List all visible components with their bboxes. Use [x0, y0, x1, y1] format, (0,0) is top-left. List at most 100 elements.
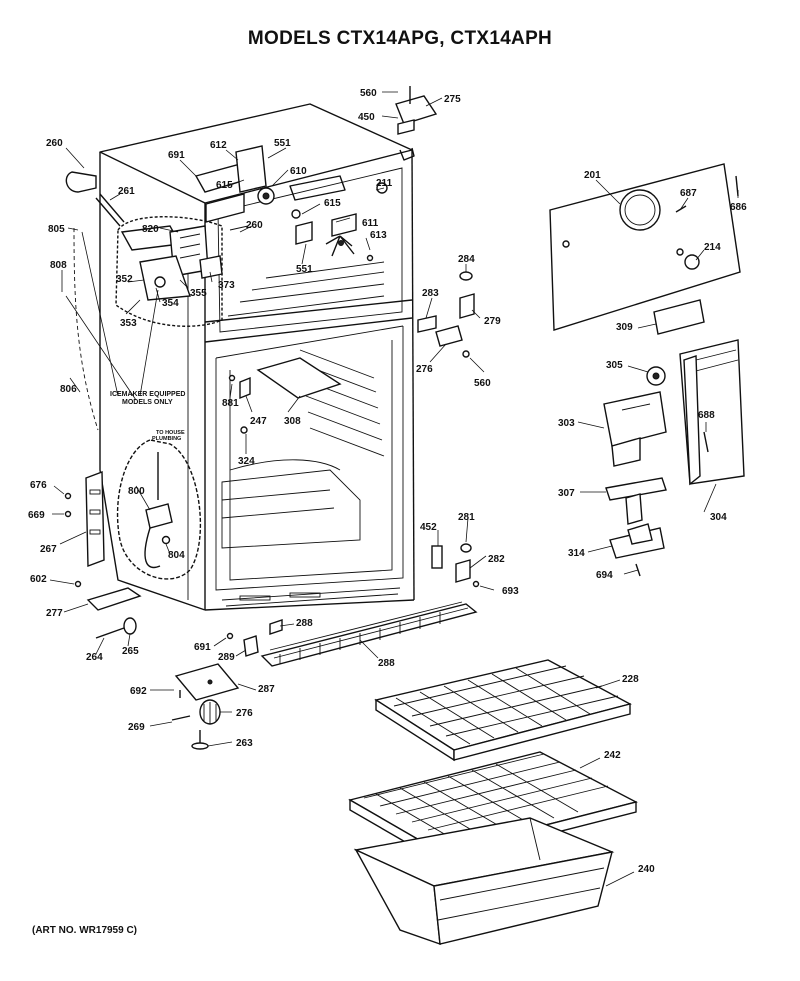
callout-808: 808 — [50, 260, 67, 271]
callout-309: 309 — [616, 322, 633, 333]
callout-214: 214 — [704, 242, 721, 253]
callout-267: 267 — [40, 544, 57, 555]
fill-cup — [65, 171, 97, 193]
callout-260: 260 — [46, 138, 63, 149]
rear-bracket — [64, 470, 105, 568]
callout-613: 613 — [370, 230, 387, 241]
callout-labels: 560 275 450 260 691 612 551 615 610 261 … — [28, 88, 747, 875]
callout-314: 314 — [568, 548, 585, 559]
callout-201: 201 — [584, 170, 601, 181]
callout-800: 800 — [128, 486, 145, 497]
callout-304: 304 — [710, 512, 727, 523]
callout-450: 450 — [358, 112, 375, 123]
refrigerator-cabinet — [99, 103, 415, 611]
icemaker-note-line2: MODELS ONLY — [122, 399, 173, 406]
callout-263: 263 — [236, 738, 253, 749]
callout-leaders — [49, 91, 739, 887]
callout-303: 303 — [558, 418, 575, 429]
callout-806: 806 — [60, 384, 77, 395]
callout-615: 615 — [324, 198, 341, 209]
callout-602: 602 — [30, 574, 47, 585]
callout-308: 308 — [284, 416, 301, 427]
callout-691: 691 — [168, 150, 185, 161]
freezer-fan-assembly — [194, 145, 388, 262]
callout-284: 284 — [458, 254, 475, 265]
callout-287: 287 — [258, 684, 275, 695]
rear-access-panel — [549, 163, 741, 331]
water-line — [73, 227, 99, 431]
base-grille — [260, 601, 478, 667]
callout-693: 693 — [502, 586, 519, 597]
plumbing-note-line2: PLUMBING — [152, 436, 181, 442]
callout-279: 279 — [484, 316, 501, 327]
callout-281: 281 — [458, 512, 475, 523]
callout-289: 289 — [218, 652, 235, 663]
icemaker-note-line1: ICEMAKER EQUIPPED — [110, 391, 185, 398]
crisper-drawer — [353, 817, 615, 946]
water-valve-detail — [116, 439, 202, 580]
label-plate — [653, 299, 705, 335]
callout-242: 242 — [604, 750, 621, 761]
callout-260: 260 — [246, 220, 263, 231]
callout-276: 276 — [416, 364, 433, 375]
callout-277: 277 — [46, 608, 63, 619]
callout-211: 211 — [376, 178, 393, 189]
callout-881: 881 — [222, 398, 239, 409]
callout-282: 282 — [488, 554, 505, 565]
callout-283: 283 — [422, 288, 439, 299]
callout-820: 820 — [142, 224, 159, 235]
dispenser-components — [603, 339, 745, 577]
callout-452: 452 — [420, 522, 437, 533]
callout-688: 688 — [698, 410, 715, 421]
callout-269: 269 — [128, 722, 145, 733]
wire-shelf — [374, 659, 632, 762]
plumbing-note-line1: TO HOUSE — [156, 430, 185, 436]
callout-560: 560 — [474, 378, 491, 389]
callout-804: 804 — [168, 550, 185, 561]
callout-240: 240 — [638, 864, 655, 875]
freezer-shelf — [256, 357, 342, 399]
callout-676: 676 — [30, 480, 47, 491]
callout-307: 307 — [558, 488, 575, 499]
callout-669: 669 — [28, 510, 45, 521]
art-number: (ART NO. WR17959 C) — [32, 925, 138, 936]
callout-691: 691 — [194, 642, 211, 653]
callout-560: 560 — [360, 88, 377, 99]
callout-353: 353 — [120, 318, 137, 329]
callout-373: 373 — [218, 280, 235, 291]
callout-228: 228 — [622, 674, 639, 685]
callout-612: 612 — [210, 140, 227, 151]
callout-551: 551 — [274, 138, 291, 149]
bottom-hinge-parts — [74, 580, 283, 657]
callout-261: 261 — [118, 186, 135, 197]
callout-551: 551 — [296, 264, 313, 275]
callout-355: 355 — [190, 288, 207, 299]
top-hinge — [395, 86, 438, 161]
callout-686: 686 — [730, 202, 747, 213]
callout-687: 687 — [680, 188, 697, 199]
callout-694: 694 — [596, 570, 613, 581]
callout-305: 305 — [606, 360, 623, 371]
note-leaders — [65, 231, 159, 401]
notes: ICEMAKER EQUIPPED MODELS ONLY TO HOUSE P… — [110, 391, 185, 442]
callout-352: 352 — [116, 274, 133, 285]
callout-264: 264 — [86, 652, 103, 663]
shelf-support-parts — [228, 271, 480, 588]
callout-692: 692 — [130, 686, 147, 697]
callout-276: 276 — [236, 708, 253, 719]
callout-265: 265 — [122, 646, 139, 657]
callout-288: 288 — [296, 618, 313, 629]
callout-324: 324 — [238, 456, 255, 467]
callout-805: 805 — [48, 224, 65, 235]
callout-610: 610 — [290, 166, 307, 177]
callout-615: 615 — [216, 180, 233, 191]
callout-611: 611 — [362, 218, 379, 229]
leveling-parts — [171, 663, 240, 750]
callout-288: 288 — [378, 658, 395, 669]
fill-tube — [95, 193, 125, 227]
diagram-title: MODELS CTX14APG, CTX14APH — [247, 28, 553, 49]
callout-275: 275 — [444, 94, 461, 105]
callout-247: 247 — [250, 416, 267, 427]
